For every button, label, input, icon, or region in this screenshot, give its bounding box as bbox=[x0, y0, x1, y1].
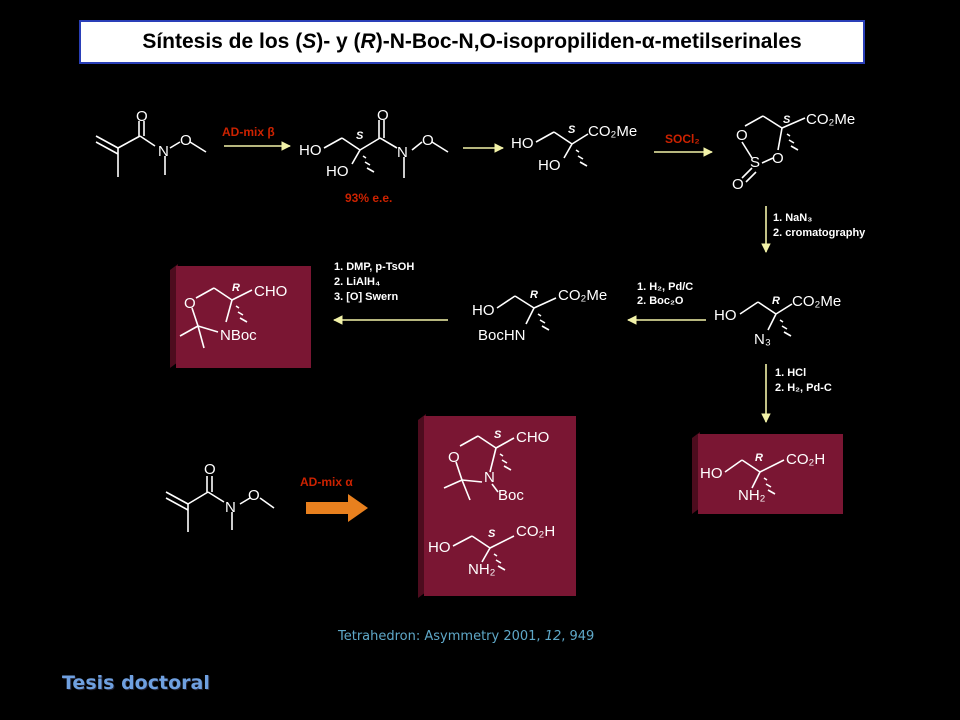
footer-label: Tesis doctoral bbox=[62, 672, 210, 694]
reagent-nan3: 1. NaN₃ bbox=[773, 212, 812, 224]
product-box-r-aldehyde bbox=[170, 264, 311, 368]
reagent-ad-mix-beta: AD-mix β bbox=[222, 125, 275, 139]
svg-text:O: O bbox=[248, 487, 260, 504]
reagent-cromatography: 2. cromatography bbox=[773, 227, 866, 239]
page-title: Síntesis de los (S)- y (R)-N-Boc-N,O-iso… bbox=[142, 30, 802, 53]
svg-text:HO: HO bbox=[428, 539, 451, 556]
svg-text:CHO: CHO bbox=[254, 283, 287, 300]
svg-text:R: R bbox=[530, 289, 538, 301]
svg-text:N: N bbox=[397, 144, 408, 161]
svg-text:BocHN: BocHN bbox=[478, 327, 526, 344]
svg-text:CO₂Me: CO₂Me bbox=[792, 293, 841, 310]
svg-text:O: O bbox=[732, 176, 744, 193]
product-box-s-products bbox=[418, 414, 576, 598]
molecule-diol-amide: HO S O N O HO bbox=[299, 107, 449, 180]
molecule-r-aldehyde: O R CHO NBoc bbox=[179, 282, 287, 349]
svg-text:O: O bbox=[204, 461, 216, 478]
svg-text:N₃: N₃ bbox=[754, 331, 771, 348]
reagent-ad-mix-alpha: AD-mix α bbox=[300, 475, 353, 489]
svg-text:HO: HO bbox=[326, 163, 349, 180]
molecule-azido-ester: HO R CO₂Me N₃ bbox=[714, 293, 841, 348]
reagent-h2-pdc: 1. H₂, Pd/C bbox=[637, 281, 693, 293]
svg-text:S: S bbox=[783, 114, 791, 126]
svg-text:O: O bbox=[448, 449, 460, 466]
svg-text:N: N bbox=[484, 469, 495, 486]
svg-text:R: R bbox=[232, 282, 240, 294]
molecule-s-aminoacid: HO S CO₂H NH₂ bbox=[428, 523, 555, 578]
svg-text:N: N bbox=[158, 143, 169, 160]
enantiomeric-excess-label: 93% e.e. bbox=[345, 191, 392, 205]
svg-text:O: O bbox=[422, 132, 434, 149]
molecule-diol-ester: HO S CO₂Me HO bbox=[511, 123, 637, 174]
reagent-lialh4: 2. LiAlH₄ bbox=[334, 276, 380, 288]
svg-text:NBoc: NBoc bbox=[220, 327, 257, 344]
svg-text:NH₂: NH₂ bbox=[738, 487, 766, 504]
title-box: Síntesis de los (S)- y (R)-N-Boc-N,O-iso… bbox=[79, 20, 865, 64]
svg-text:HO: HO bbox=[700, 465, 723, 482]
svg-text:O: O bbox=[377, 107, 389, 124]
svg-text:O: O bbox=[180, 132, 192, 149]
svg-text:Boc: Boc bbox=[498, 487, 524, 504]
citation: Tetrahedron: Asymmetry 2001, 12, 949 bbox=[338, 629, 595, 644]
svg-text:O: O bbox=[136, 108, 148, 125]
svg-text:CO₂Me: CO₂Me bbox=[588, 123, 637, 140]
reagent-dmp: 1. DMP, p-TsOH bbox=[334, 261, 414, 273]
svg-text:HO: HO bbox=[299, 142, 322, 159]
svg-text:NH₂: NH₂ bbox=[468, 561, 496, 578]
molecule-s-aldehyde: O S CHO N Boc bbox=[443, 429, 549, 504]
svg-text:CO₂Me: CO₂Me bbox=[806, 111, 855, 128]
svg-text:S: S bbox=[494, 429, 502, 441]
svg-text:S: S bbox=[568, 124, 576, 136]
svg-text:CO₂H: CO₂H bbox=[786, 451, 825, 468]
molecule-r-aminoacid: HO R CO₂H NH₂ bbox=[700, 451, 825, 504]
reagent-socl2: SOCl₂ bbox=[665, 132, 700, 146]
svg-text:HO: HO bbox=[511, 135, 534, 152]
molecule-cyclic-sulfite: O S CO₂Me O S O bbox=[732, 111, 855, 193]
svg-text:R: R bbox=[772, 295, 780, 307]
svg-text:S: S bbox=[356, 130, 364, 142]
svg-text:S: S bbox=[750, 154, 760, 171]
svg-text:HO: HO bbox=[714, 307, 737, 324]
svg-text:S: S bbox=[488, 528, 496, 540]
svg-text:O: O bbox=[184, 295, 196, 312]
svg-text:HO: HO bbox=[472, 302, 495, 319]
arrow-ad-mix-alpha bbox=[306, 494, 368, 522]
svg-text:CHO: CHO bbox=[516, 429, 549, 446]
molecule-weinreb-amide-1: O N O bbox=[95, 108, 207, 177]
reagent-hcl: 1. HCl bbox=[775, 367, 806, 379]
svg-text:O: O bbox=[736, 127, 748, 144]
reagent-h2-pd-c: 2. H₂, Pd-C bbox=[775, 382, 832, 394]
svg-text:CO₂H: CO₂H bbox=[516, 523, 555, 540]
svg-text:R: R bbox=[755, 452, 763, 464]
molecule-weinreb-amide-2: O N O bbox=[165, 461, 275, 532]
product-box-r-aminoacid bbox=[692, 432, 843, 514]
reagent-swern: 3. [O] Swern bbox=[334, 291, 398, 303]
reagent-boc2o: 2. Boc₂O bbox=[637, 295, 684, 307]
svg-text:HO: HO bbox=[538, 157, 561, 174]
svg-text:O: O bbox=[772, 150, 784, 167]
svg-text:N: N bbox=[225, 499, 236, 516]
molecule-bochn-ester: HO R CO₂Me BocHN bbox=[472, 287, 607, 344]
svg-text:CO₂Me: CO₂Me bbox=[558, 287, 607, 304]
